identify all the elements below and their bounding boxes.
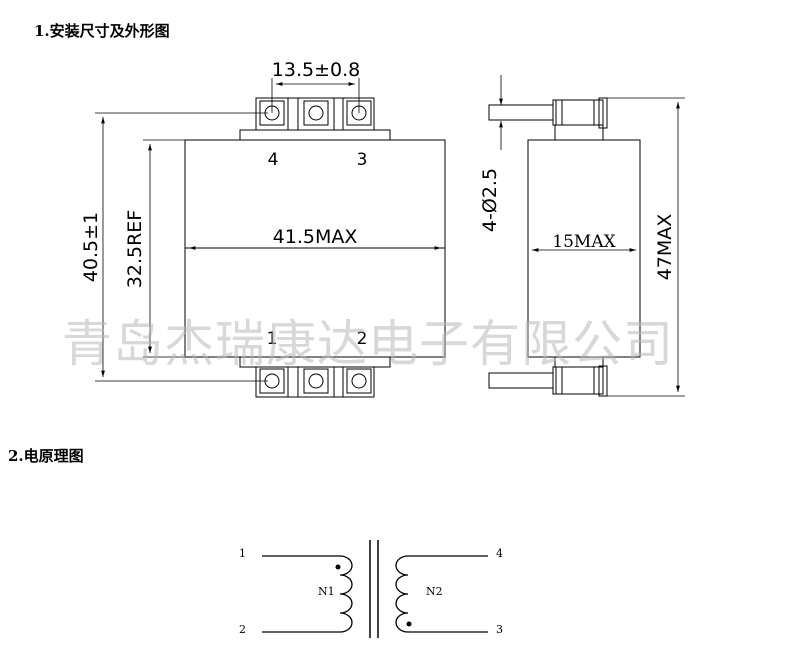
pin-spacing-label: 13.5±0.8 [272,59,360,81]
side-view [488,75,685,397]
pin-diameter-label: 4-Ø2.5 [479,168,501,232]
width-label: 41.5MAX [273,226,358,248]
bottom-terminal-block [255,366,375,398]
pin-label-4: 4 [268,150,279,170]
overall-length-label: 47MAX [654,214,676,281]
top-pin [488,104,554,121]
company-watermark: 青岛杰瑞康达电子有限公司 [62,315,674,373]
top-flange [239,129,391,141]
depth-label: 15MAX [552,232,616,252]
overall-height-label: 40.5±1 [80,212,102,282]
primary-polarity-dot [335,564,341,570]
section-1-heading: 1.安装尺寸及外形图 [34,22,170,40]
terminal-2 [346,368,372,394]
pin-label-3: 3 [357,150,368,170]
schematic-pin-1: 1 [239,547,246,560]
winding-n1-label: N1 [318,585,335,598]
transformer-schematic [262,540,488,638]
pin-label-2: 2 [357,329,368,349]
secondary-winding [395,555,409,633]
schematic-pin-4: 4 [496,547,503,560]
body-height-label: 32.5REF [124,210,146,288]
terminal-middle-bottom [303,368,329,394]
terminal-middle-top [303,100,329,126]
pin-label-1: 1 [267,329,278,349]
section-2-heading: 2.电原理图 [8,447,84,465]
schematic-pin-3: 3 [496,623,503,636]
primary-winding [339,555,353,633]
schematic-pin-2: 2 [239,623,246,636]
winding-n2-label: N2 [426,585,443,598]
secondary-polarity-dot [406,621,412,627]
front-view [95,78,446,398]
